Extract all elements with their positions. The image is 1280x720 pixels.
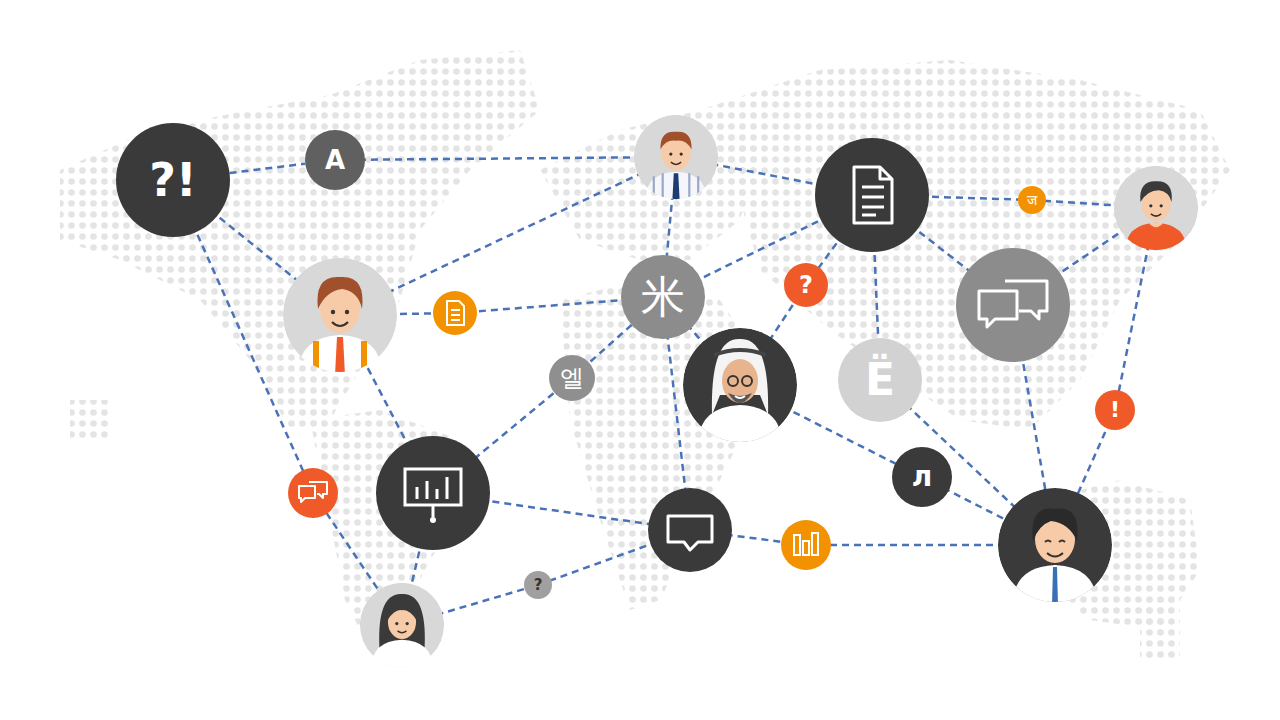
presentation-icon [376, 436, 490, 550]
letter-bubble: л [892, 447, 952, 507]
bar-chart-icon [781, 520, 831, 570]
chat-icon [956, 248, 1070, 362]
letter-bubble: A [305, 130, 365, 190]
world-map [60, 50, 1230, 660]
document-icon [433, 291, 477, 335]
letter-bubble: 엘 [549, 355, 595, 401]
letter-bubble: ? [784, 263, 828, 307]
bubble-text: 엘 [560, 366, 584, 390]
letter-bubble: ?! [116, 123, 230, 237]
person-avatar [634, 115, 718, 202]
letter-bubble: Ё [838, 338, 922, 422]
bubble-text: ज [1027, 193, 1037, 207]
bubble-text: ? [799, 273, 813, 297]
dashed-connector [589, 325, 631, 363]
letter-bubble: 米 [621, 255, 705, 339]
dashed-links [173, 157, 1156, 625]
person-avatar [1114, 166, 1198, 253]
document-icon [815, 138, 929, 252]
bubble-text: A [325, 147, 345, 173]
dashed-connector [230, 164, 306, 173]
letter-bubble: ? [524, 571, 552, 599]
bubble-text: ? [534, 578, 543, 593]
letter-bubble: ज [1018, 186, 1046, 214]
bubble-text: л [912, 463, 933, 491]
person-avatar [360, 583, 444, 670]
message-icon [648, 488, 732, 572]
bubble-text: ! [1110, 399, 1120, 421]
person-avatar [683, 328, 797, 445]
bubble-text: Ё [865, 358, 895, 402]
bubble-text: ?! [149, 157, 197, 203]
letter-bubble: ! [1095, 390, 1135, 430]
person-avatar [998, 488, 1112, 605]
bubble-text: 米 [641, 275, 685, 319]
person-avatar [283, 258, 397, 375]
chat-icon [288, 468, 338, 518]
